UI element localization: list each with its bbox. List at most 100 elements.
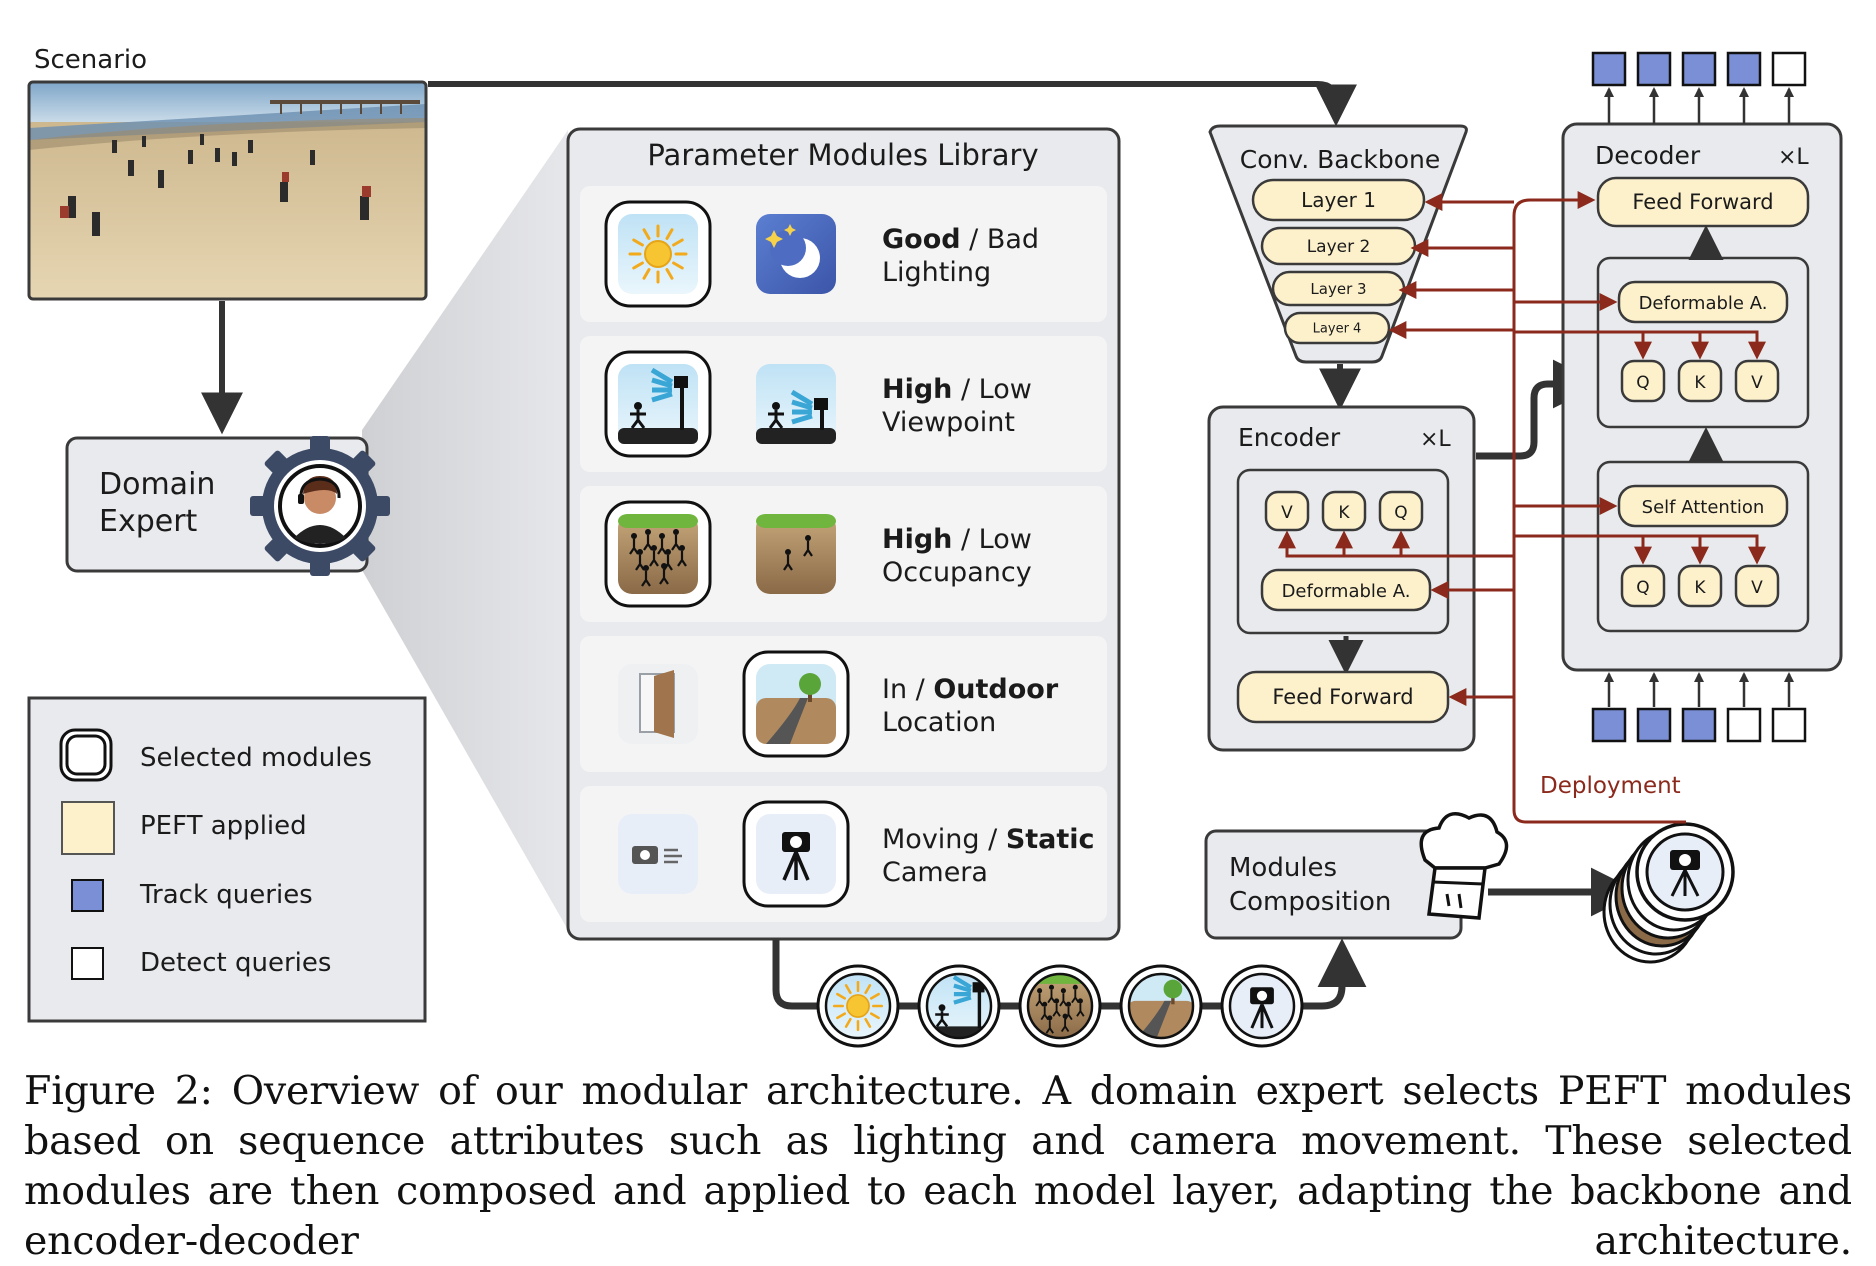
crowd-icon	[604, 500, 712, 608]
decoder-self-attention: Self Attention	[1617, 484, 1789, 528]
legend-track-swatch	[71, 879, 104, 912]
chain-outdoor-road-tree-icon	[1119, 964, 1203, 1048]
decoder-repeat: ×L	[1778, 145, 1809, 170]
legend-peft-label: PEFT applied	[140, 811, 307, 841]
legend-track-label: Track queries	[139, 880, 313, 910]
decoder-cross-v: V	[1734, 359, 1780, 403]
moving-camera-icon	[618, 814, 698, 894]
deployment-label: Deployment	[1540, 773, 1681, 799]
svg-text:Layer 4: Layer 4	[1313, 322, 1362, 337]
scenario-to-backbone-arrow	[428, 81, 1357, 127]
decoder-deformable-attention: Deformable A.	[1617, 280, 1789, 324]
chef-hat-icon	[1419, 812, 1509, 920]
library-row-line2: Viewpoint	[882, 407, 1015, 438]
library-row-line2: Location	[882, 707, 996, 738]
output-track-query	[1681, 51, 1717, 124]
output-track-query	[1636, 51, 1672, 124]
svg-text:V: V	[1751, 578, 1763, 598]
backbone-layer-4: Layer 4	[1283, 311, 1391, 345]
input-detect-query	[1726, 672, 1762, 743]
chain-crowd-icon	[1018, 964, 1102, 1048]
scenario-label: Scenario	[34, 45, 147, 75]
composed-module-stack	[1602, 822, 1735, 964]
decoder-self-k: K	[1677, 564, 1723, 608]
stack-camera-icon	[1670, 850, 1700, 897]
composition-line2: Composition	[1229, 887, 1391, 917]
encoder-feed-forward: Feed Forward	[1236, 670, 1450, 724]
svg-text:Layer 2: Layer 2	[1307, 237, 1371, 257]
input-detect-query	[1771, 672, 1807, 743]
legend-selected-label: Selected modules	[140, 743, 372, 773]
encoder-to-decoder-arrow	[1476, 359, 1602, 460]
input-track-query	[1591, 672, 1627, 743]
decoder-feed-forward: Feed Forward	[1596, 176, 1810, 228]
modules-composition-box: Modules Composition	[1204, 829, 1463, 940]
deployment-arrows	[1278, 191, 1766, 824]
chain-static-tripod-camera-icon	[1220, 964, 1304, 1048]
domain-expert-line1: Domain	[99, 467, 215, 502]
decoder-self-v: V	[1734, 564, 1780, 608]
figure-caption: Figure 2: Overview of our modular archit…	[24, 1068, 1852, 1264]
static-tripod-camera-icon	[742, 800, 850, 908]
svg-text:Deformable A.: Deformable A.	[1639, 293, 1768, 314]
low-viewpoint-camera-icon	[756, 364, 836, 444]
output-track-query	[1726, 51, 1762, 124]
domain-expert-line2: Expert	[99, 504, 198, 539]
backbone-layer-1: Layer 1	[1251, 178, 1426, 222]
chain-high-viewpoint-camera-icon	[917, 964, 1001, 1048]
library-row-line1: In / Outdoor	[882, 674, 1059, 705]
encoder-repeat: ×L	[1420, 427, 1451, 452]
legend-selected-swatch	[59, 728, 113, 782]
architecture-diagram: Scenario Do	[27, 45, 1843, 1048]
backbone-layer-2: Layer 2	[1260, 226, 1417, 266]
chain-sun-icon	[816, 964, 900, 1048]
svg-text:K: K	[1338, 503, 1350, 523]
input-track-query	[1636, 672, 1672, 743]
selected-modules-chain	[816, 964, 1304, 1048]
input-track-query	[1681, 672, 1717, 743]
encoder-deformable-attention: Deformable A.	[1260, 568, 1432, 612]
decoder-self-q: Q	[1620, 564, 1666, 608]
backbone-layers: Layer 1 Layer 2 Layer 3 Layer 4	[1251, 178, 1426, 345]
svg-text:Feed Forward: Feed Forward	[1632, 190, 1773, 214]
high-viewpoint-camera-icon	[604, 350, 712, 458]
library-row-line2: Occupancy	[882, 557, 1032, 588]
encoder-title: Encoder	[1238, 423, 1341, 452]
library-row-line2: Lighting	[882, 257, 991, 288]
library-row-line1: Moving / Static	[882, 824, 1095, 855]
decoder-title: Decoder	[1595, 141, 1701, 170]
svg-text:Deformable A.: Deformable A.	[1282, 581, 1411, 602]
expert-gear-icon	[250, 436, 390, 576]
library-row-line1: High / Low	[882, 524, 1032, 555]
moon-stars-icon	[756, 214, 836, 294]
svg-text:Q: Q	[1394, 503, 1407, 523]
input-queries	[1591, 672, 1807, 743]
svg-text:Q: Q	[1636, 373, 1649, 393]
output-queries	[1591, 51, 1807, 124]
decoder-cross-k: K	[1677, 359, 1723, 403]
library-row-line2: Camera	[882, 857, 988, 888]
backbone-layer-3: Layer 3	[1271, 270, 1406, 307]
svg-text:Q: Q	[1636, 578, 1649, 598]
svg-text:Layer 1: Layer 1	[1301, 188, 1376, 212]
door-icon	[618, 664, 698, 744]
legend-detect-swatch	[71, 947, 104, 980]
legend-peft-swatch	[61, 801, 115, 855]
svg-text:Layer 3: Layer 3	[1310, 280, 1366, 298]
svg-text:V: V	[1281, 503, 1293, 523]
library-zoom-fan	[362, 130, 568, 930]
library-title: Parameter Modules Library	[647, 138, 1038, 172]
legend-box: Selected modules PEFT applied Track quer…	[27, 696, 427, 1023]
few-pedestrians-icon	[756, 514, 836, 594]
decoder-cross-q: Q	[1620, 359, 1666, 403]
library-row-line1: Good / Bad	[882, 224, 1039, 255]
encoder-v: V	[1264, 490, 1310, 532]
svg-text:K: K	[1694, 578, 1706, 598]
backbone-title: Conv. Backbone	[1240, 145, 1440, 174]
outdoor-road-tree-icon	[742, 650, 850, 758]
